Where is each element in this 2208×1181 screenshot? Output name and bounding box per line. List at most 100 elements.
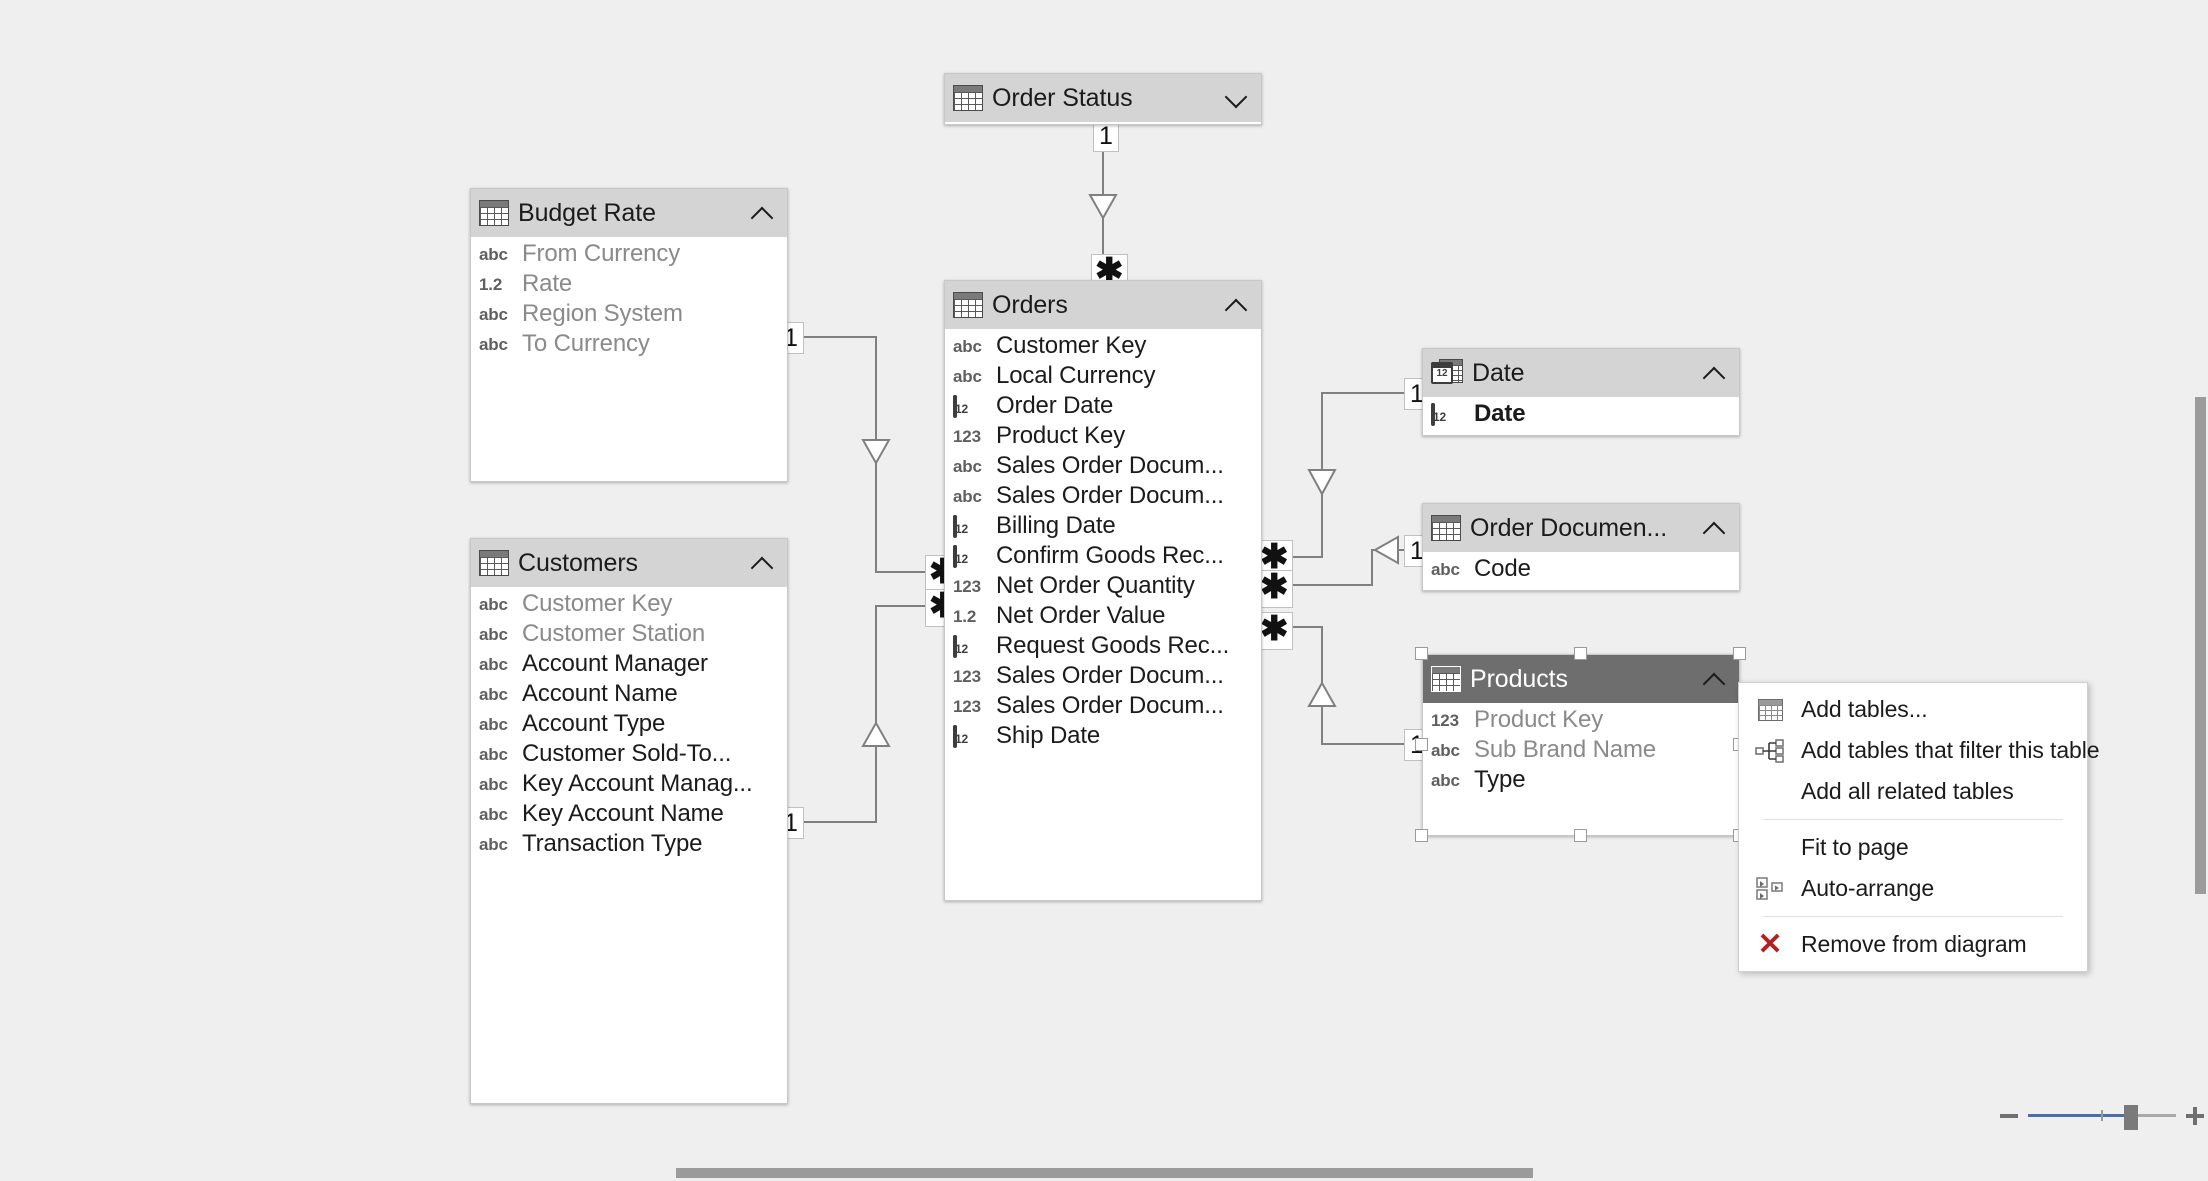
table-header-budget-rate[interactable]: Budget Rate (471, 189, 787, 237)
chevron-up-icon[interactable] (1701, 359, 1729, 387)
resize-handle-middle-left[interactable] (1415, 738, 1428, 751)
table-card-budget-rate[interactable]: Budget Rate abc From Currency 1.2 Rate a… (470, 188, 788, 482)
menu-item-auto-arrange[interactable]: Auto-arrange (1739, 868, 2087, 909)
zoom-slider-thumb[interactable] (2124, 1105, 2138, 1130)
menu-item-add-tables-that-filter[interactable]: Add tables that filter this table (1739, 730, 2100, 771)
zoom-control[interactable] (1998, 1105, 2206, 1130)
table-field-row[interactable]: abc To Currency (471, 329, 787, 359)
table-field-row[interactable]: abc Transaction Type (471, 829, 787, 859)
relationship-arrow-date (1307, 469, 1337, 497)
chevron-up-icon[interactable] (749, 549, 777, 577)
chevron-up-icon[interactable] (749, 199, 777, 227)
table-field-row[interactable]: 12 Ship Date (945, 721, 1261, 751)
table-field-row[interactable]: 123 Product Key (945, 421, 1261, 451)
table-field-row[interactable]: 1.2 Net Order Value (945, 601, 1261, 631)
chevron-up-icon[interactable] (1701, 665, 1729, 693)
table-header-order-document[interactable]: Order Documen... (1423, 504, 1739, 552)
table-field-row[interactable]: abc Customer Key (945, 331, 1261, 361)
table-card-order-document[interactable]: Order Documen... abc Code (1422, 503, 1740, 591)
table-field-row[interactable]: abc Sales Order Docum... (945, 451, 1261, 481)
field-label: Customer Station (522, 620, 706, 647)
calendar-icon: 12 (953, 634, 968, 658)
calendar-icon: 12 (953, 544, 968, 568)
table-field-row[interactable]: abc Sub Brand Name (1423, 735, 1739, 765)
table-title: Order Status (992, 83, 1133, 112)
table-field-row[interactable]: 123 Sales Order Docum... (945, 691, 1261, 721)
field-type-icon: 123 (1431, 710, 1459, 730)
menu-item-remove-from-diagram[interactable]: ✕ Remove from diagram (1739, 924, 2087, 965)
table-field-row[interactable]: 123 Sales Order Docum... (945, 661, 1261, 691)
table-card-orders[interactable]: Orders abc Customer Key abc Local Curren… (944, 280, 1262, 901)
menu-item-add-tables[interactable]: Add tables... (1739, 689, 2087, 730)
table-card-customers[interactable]: Customers abc Customer Key abc Customer … (470, 538, 788, 1104)
table-field-row[interactable]: 1.2 Rate (471, 269, 787, 299)
vertical-scrollbar-thumb[interactable] (2195, 397, 2206, 894)
resize-handle-top-right[interactable] (1733, 647, 1746, 660)
table-field-row[interactable]: abc Region System (471, 299, 787, 329)
relationship-arrow-order-status (1088, 194, 1118, 221)
zoom-in-button[interactable] (2184, 1105, 2206, 1127)
field-type-icon: abc (1431, 740, 1460, 760)
table-field-row[interactable]: abc From Currency (471, 239, 787, 269)
table-field-list: abc From Currency 1.2 Rate abc Region Sy… (471, 237, 787, 359)
resize-handle-bottom-center[interactable] (1574, 829, 1587, 842)
table-field-row[interactable]: abc Customer Sold-To... (471, 739, 787, 769)
table-field-row[interactable]: 12 Confirm Goods Rec... (945, 541, 1261, 571)
table-field-row[interactable]: abc Account Type (471, 709, 787, 739)
menu-item-add-all-related-tables[interactable]: Add all related tables (1739, 771, 2087, 812)
table-field-row[interactable]: abc Type (1423, 765, 1739, 795)
context-menu[interactable]: Add tables... Add tables that filter thi… (1738, 682, 2100, 972)
field-type-icon: abc (479, 624, 508, 644)
menu-item-fit-to-page[interactable]: Fit to page (1739, 827, 2087, 868)
field-type-icon: abc (1431, 770, 1460, 790)
zoom-slider-track[interactable] (2028, 1105, 2176, 1130)
table-header-customers[interactable]: Customers (471, 539, 787, 587)
table-field-row[interactable]: 123 Net Order Quantity (945, 571, 1261, 601)
horizontal-scrollbar-thumb[interactable] (676, 1168, 1533, 1178)
auto-arrange-svg (1756, 876, 1783, 900)
table-field-row[interactable]: 12 Billing Date (945, 511, 1261, 541)
chevron-up-icon[interactable] (1701, 514, 1729, 542)
zoom-slider-fill (2028, 1114, 2128, 1117)
field-type-icon: 12 (953, 394, 987, 418)
table-field-row[interactable]: 123 Product Key (1423, 705, 1739, 735)
field-label: Net Order Quantity (996, 572, 1195, 599)
table-card-date[interactable]: 12 Date 12 Date (1422, 348, 1740, 436)
table-field-row[interactable]: abc Account Manager (471, 649, 787, 679)
table-title: Date (1472, 358, 1525, 387)
resize-handle-top-left[interactable] (1415, 647, 1428, 660)
field-label: Customer Key (522, 590, 673, 617)
table-field-row[interactable]: abc Key Account Name (471, 799, 787, 829)
table-header-orders[interactable]: Orders (945, 281, 1261, 329)
table-card-products[interactable]: Products 123 Product Key abc Sub Brand N… (1422, 654, 1740, 836)
field-label: Confirm Goods Rec... (996, 542, 1224, 569)
table-field-row[interactable]: abc Account Name (471, 679, 787, 709)
table-field-row[interactable]: abc Code (1423, 554, 1739, 584)
resize-handle-top-center[interactable] (1574, 647, 1587, 660)
field-type-icon: abc (953, 366, 982, 386)
field-label: To Currency (522, 330, 650, 357)
field-type-icon: abc (953, 336, 982, 356)
menu-item-label: Auto-arrange (1801, 875, 1935, 901)
zoom-out-button[interactable] (1998, 1105, 2020, 1127)
chevron-down-icon[interactable] (1223, 84, 1251, 112)
table-header-date[interactable]: 12 Date (1423, 349, 1739, 397)
table-field-row[interactable]: abc Key Account Manag... (471, 769, 787, 799)
table-icon (1739, 698, 1801, 721)
table-header-products[interactable]: Products (1423, 655, 1739, 703)
table-icon (1431, 666, 1461, 692)
table-field-row[interactable]: 12 Request Goods Rec... (945, 631, 1261, 661)
table-field-row[interactable]: abc Local Currency (945, 361, 1261, 391)
table-field-row[interactable]: abc Customer Key (471, 589, 787, 619)
table-header-order-status[interactable]: Order Status (945, 74, 1261, 122)
table-field-row[interactable]: abc Sales Order Docum... (945, 481, 1261, 511)
menu-item-label: Add tables that filter this table (1801, 737, 2100, 763)
table-card-order-status[interactable]: Order Status (944, 73, 1262, 125)
resize-handle-bottom-left[interactable] (1415, 829, 1428, 842)
table-field-row[interactable]: 12 Order Date (945, 391, 1261, 421)
field-label: Product Key (1474, 706, 1604, 733)
table-field-row[interactable]: 12 Date (1423, 399, 1739, 429)
table-field-row[interactable]: abc Customer Station (471, 619, 787, 649)
chevron-up-icon[interactable] (1223, 291, 1251, 319)
